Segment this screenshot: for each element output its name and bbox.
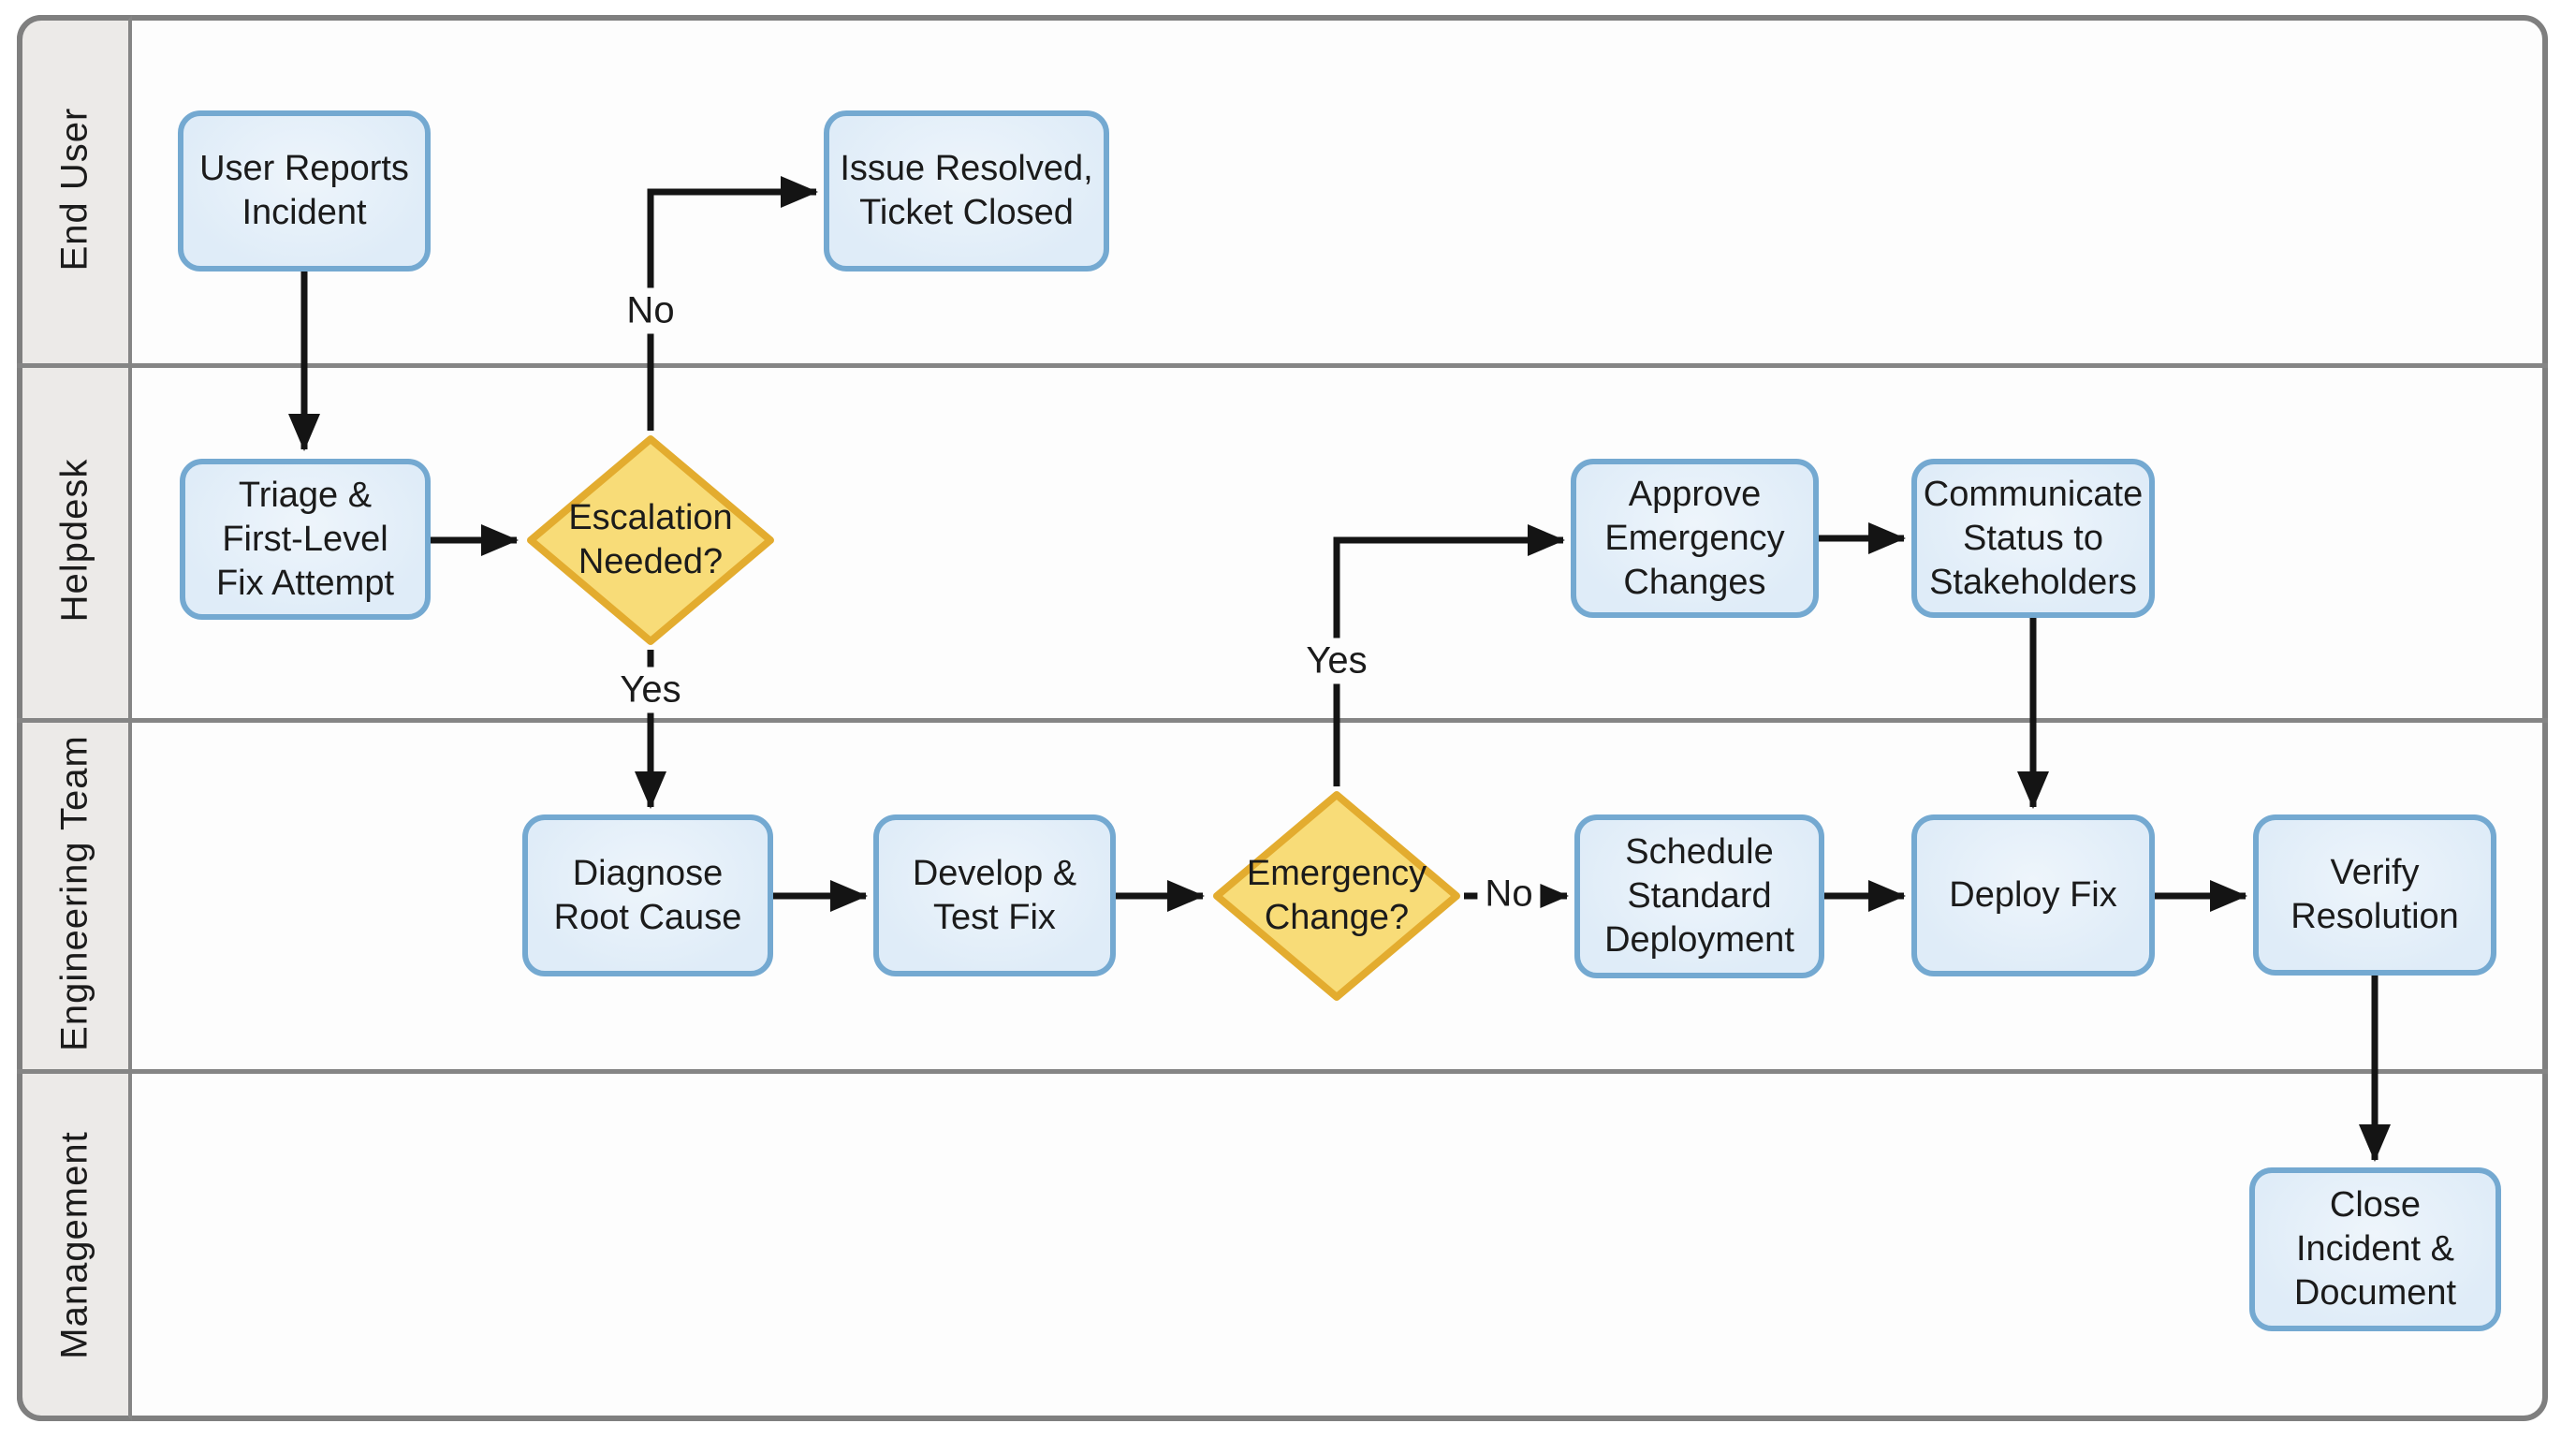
lane-divider-2 bbox=[17, 718, 2548, 723]
diamond-shape bbox=[1213, 791, 1460, 1001]
edge-label-emergency-yes: Yes bbox=[1298, 638, 1375, 684]
node-communicate-status-stakeholders: Communicate Status to Stakeholders bbox=[1911, 459, 2155, 618]
node-user-reports-incident: User Reports Incident bbox=[178, 110, 431, 271]
edge-label-escalation-no: No bbox=[619, 287, 682, 334]
node-diagnose-root-cause: Diagnose Root Cause bbox=[522, 814, 773, 976]
edge-label-emergency-no: No bbox=[1477, 871, 1541, 917]
decision-label: Emergency Change? bbox=[1246, 854, 1427, 937]
node-triage-first-level-fix: Triage & First-Level Fix Attempt bbox=[180, 459, 431, 620]
node-close-incident-document: Close Incident & Document bbox=[2249, 1167, 2501, 1331]
lane-divider-1 bbox=[17, 363, 2548, 368]
node-schedule-standard-deployment: Schedule Standard Deployment bbox=[1574, 814, 1824, 978]
node-escalation-needed-decision: Escalation Needed? bbox=[524, 433, 777, 648]
lane-label-management: Management bbox=[53, 1131, 95, 1359]
node-emergency-change-decision: Emergency Change? bbox=[1210, 788, 1463, 1004]
lane-label-helpdesk: Helpdesk bbox=[53, 458, 95, 623]
lane-divider-3 bbox=[17, 1069, 2548, 1074]
decision-label: Escalation Needed? bbox=[568, 498, 733, 581]
node-deploy-fix: Deploy Fix bbox=[1911, 814, 2155, 976]
node-develop-test-fix: Develop & Test Fix bbox=[873, 814, 1116, 976]
diamond-shape bbox=[527, 435, 774, 645]
edge-label-escalation-yes: Yes bbox=[612, 667, 689, 713]
lane-label-engineering-team: Engineering Team bbox=[53, 735, 95, 1051]
node-verify-resolution: Verify Resolution bbox=[2253, 814, 2496, 976]
node-issue-resolved-ticket-closed: Issue Resolved, Ticket Closed bbox=[824, 110, 1109, 271]
node-approve-emergency-changes: Approve Emergency Changes bbox=[1571, 459, 1819, 618]
lane-label-end-user: End User bbox=[53, 107, 95, 271]
